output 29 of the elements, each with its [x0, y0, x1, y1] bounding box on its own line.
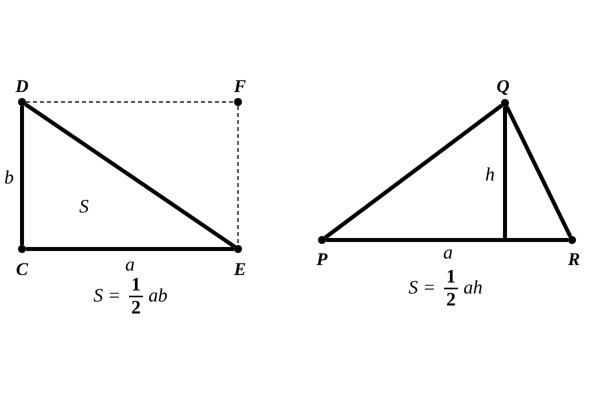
- fraction-number: 2: [131, 298, 141, 318]
- line-segment: [324, 104, 503, 240]
- fraction-number: 2: [446, 290, 456, 310]
- math-label: h: [485, 166, 495, 184]
- math-label: S =: [93, 286, 121, 306]
- line-segment: [326, 238, 568, 242]
- fraction-number: 1: [131, 276, 141, 294]
- point-label: C: [16, 260, 28, 278]
- math-label: a: [125, 256, 135, 274]
- math-label: S: [79, 198, 89, 216]
- point-label: E: [234, 260, 246, 278]
- point-label: P: [316, 250, 328, 268]
- math-label: b: [4, 168, 14, 188]
- math-label: a: [443, 244, 453, 262]
- line-segment: [20, 106, 24, 245]
- math-label: ah: [464, 278, 482, 298]
- fraction-number: 1: [446, 268, 456, 286]
- point-label: Q: [496, 77, 510, 95]
- line-segment: [26, 247, 234, 251]
- dashed-line: [26, 101, 234, 103]
- line-segment: [24, 102, 236, 248]
- dashed-line: [237, 106, 239, 245]
- math-label: ab: [148, 286, 168, 306]
- point-label: F: [234, 77, 246, 95]
- point-label: D: [16, 77, 28, 95]
- line-segment: [504, 106, 572, 238]
- math-label: S =: [408, 278, 436, 298]
- line-segment: [503, 107, 507, 240]
- point-label: R: [568, 250, 580, 268]
